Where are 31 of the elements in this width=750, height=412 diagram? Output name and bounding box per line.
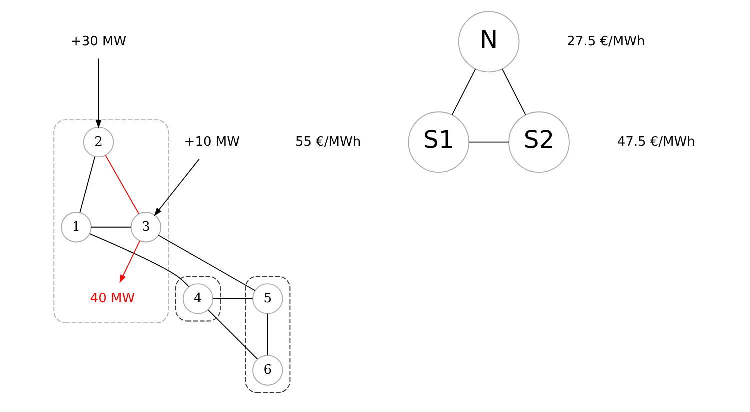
arrow [120,240,140,284]
connector [158,235,256,292]
connector [89,234,190,288]
node-circle: 2 [83,127,114,158]
node-circle: 5 [252,284,284,314]
node-circle: 1 [61,212,92,243]
connector [212,298,254,300]
connector [469,142,510,143]
node-circle: S1 [408,112,470,173]
node-circle: N [458,11,520,73]
node-circle: 4 [182,284,214,314]
node-label: 55 €/MWh [295,134,362,150]
node-circle: 6 [252,355,284,386]
node-label: 27.5 €/MWh [567,34,646,50]
connector [502,68,526,116]
connector [105,155,140,215]
arrow [96,58,102,129]
node-text: 40 MW [90,291,136,306]
connector [208,310,258,360]
node-circle: 3 [130,212,162,243]
arrow [154,158,200,216]
node-label: 47.5 €/MWh [617,134,696,150]
node-text: +30 MW [70,34,127,50]
node-text: +10 MW [184,134,240,150]
cluster [175,276,221,322]
cluster [245,276,291,394]
node-circle: S2 [508,112,570,173]
connector [80,156,96,214]
connector [90,226,132,228]
connector [267,314,268,356]
connector [452,68,476,116]
